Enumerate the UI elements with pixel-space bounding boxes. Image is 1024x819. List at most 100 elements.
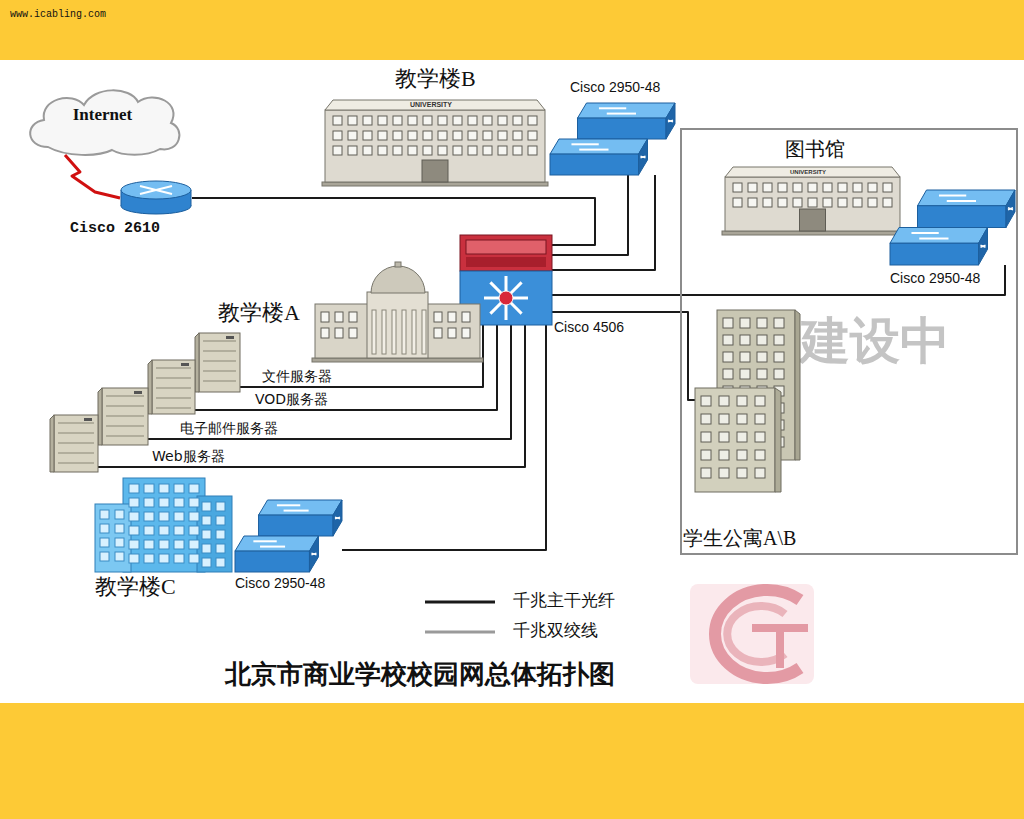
server-drawer [203,351,236,352]
window [701,450,711,460]
window [129,498,139,507]
window [174,498,184,507]
column [392,310,396,354]
window [719,468,729,478]
window [755,396,765,406]
icon-line [1008,208,1013,210]
column [382,310,386,354]
window [321,328,329,338]
window [498,116,507,125]
switch-top [890,228,988,244]
building-wing [95,504,131,572]
window [838,198,847,207]
icon-line [277,504,300,506]
window [723,352,733,362]
window [144,512,154,521]
server-icon [148,360,195,414]
icon-line [911,232,938,234]
icon-line [668,120,673,122]
node-label: Web服务器 [152,448,225,464]
node-label: Cisco 2950-48 [235,575,325,591]
icon-line [981,245,986,247]
icon-line [335,517,340,519]
legend-text: 千兆主干光纤 [513,591,615,611]
window [498,146,507,155]
building-wing [197,496,232,572]
icon-line [641,156,646,158]
domeA-icon [315,262,480,362]
building: 学生公寓A\B [695,310,800,492]
server-side [50,415,54,472]
window [408,131,417,140]
window [438,131,447,140]
tower-side [775,388,781,492]
core-panel [466,257,546,267]
building: 教学楼A [315,262,480,362]
column [372,310,376,354]
window [129,540,139,549]
server-drawer [106,426,144,427]
node-label: 教学楼C [95,574,176,599]
internet-cloud: Internet [20,83,185,155]
window [202,516,211,525]
window [740,352,750,362]
window [737,396,747,406]
window [378,116,387,125]
server-icon [195,333,240,392]
window [333,131,342,140]
window [757,318,767,328]
window [737,450,747,460]
switch-side [309,536,318,572]
switch-front [259,515,333,536]
window [144,484,154,493]
window [763,198,772,207]
window [740,335,750,345]
node-label: VOD服务器 [255,391,328,407]
window [174,526,184,535]
server-side [98,388,102,445]
legend-line-fiber [425,601,495,604]
window [202,544,211,553]
node-label: 文件服务器 [262,368,332,384]
window [733,198,742,207]
window [757,352,767,362]
logo-ground [690,584,814,684]
window [363,131,372,140]
icon-line [335,517,340,519]
window [202,558,211,567]
window [100,552,109,561]
window [755,414,765,424]
building-step [722,231,903,235]
building-cornice [325,100,545,110]
icon-line [121,190,122,206]
window [434,312,442,322]
sw-icon [890,190,1015,265]
server-front [152,360,195,414]
building-body [725,177,900,231]
icon-line [140,186,172,194]
switch-stack: Cisco 2950-48 [550,103,675,175]
server-drawer [106,406,144,407]
icon-line [571,143,598,145]
node-label: Cisco 2950-48 [570,79,660,95]
node-label: 图书馆 [785,138,845,161]
server-drawer [203,371,236,372]
core-panel [466,240,546,254]
column [422,310,426,354]
server-drawer [106,396,144,397]
window [129,526,139,535]
server-drawer [156,388,191,389]
sw-icon [550,103,675,175]
window [793,183,802,192]
window [349,312,357,322]
switch-top [918,190,1016,206]
icon-line [919,238,948,240]
window [100,538,109,547]
server-front [102,388,148,445]
server-drawer [156,408,191,409]
icon-line [284,510,309,512]
switch-side [1006,190,1015,228]
switch-top [578,103,676,118]
switch-side [979,228,988,266]
window [174,484,184,493]
